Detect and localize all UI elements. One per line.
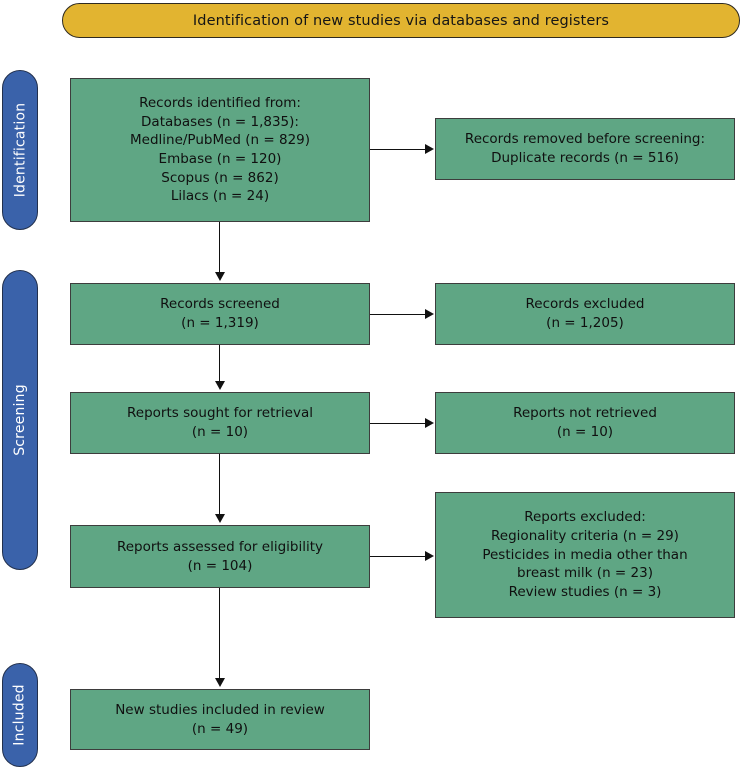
node-line: (n = 49) xyxy=(191,720,249,737)
connector-assessed-to-reports-excluded xyxy=(370,556,426,557)
node-line: (n = 10) xyxy=(556,424,614,440)
node-records-removed: Records removed before screening: Duplic… xyxy=(435,118,735,180)
stage-label-screening-text: Screening xyxy=(12,384,28,456)
node-new-studies-included: New studies included in review (n = 49) xyxy=(70,689,370,750)
arrowhead-down-icon xyxy=(215,381,225,390)
connector-screened-to-sought xyxy=(219,345,220,383)
node-line: New studies included in review xyxy=(115,701,325,718)
node-line: Lilacs (n = 24) xyxy=(170,188,270,205)
node-line: Scopus (n = 862) xyxy=(161,169,279,186)
node-line: Reports assessed for eligibility xyxy=(116,538,324,555)
node-reports-assessed: Reports assessed for eligibility (n = 10… xyxy=(70,525,370,588)
arrowhead-down-icon xyxy=(215,678,225,687)
arrowhead-right-icon xyxy=(425,551,434,561)
connector-screened-to-excluded xyxy=(370,314,426,315)
stage-label-identification: Identification xyxy=(2,70,38,230)
node-line: breast milk (n = 23) xyxy=(517,565,653,582)
node-reports-excluded: Reports excluded: Regionality criteria (… xyxy=(435,492,735,618)
connector-sought-to-not-retrieved xyxy=(370,423,426,424)
stage-label-included: Included xyxy=(2,663,38,767)
node-records-screened: Records screened (n = 1,319) xyxy=(70,283,370,345)
node-line: Reports excluded: xyxy=(524,509,646,526)
connector-sought-to-assessed xyxy=(219,454,220,516)
connector-identified-to-removed xyxy=(370,149,426,150)
node-line: Records excluded xyxy=(525,296,645,313)
node-line: Reports not retrieved xyxy=(513,405,657,422)
node-line: Pesticides in media other than xyxy=(482,546,688,563)
stage-label-screening: Screening xyxy=(2,270,38,570)
node-records-excluded: Records excluded (n = 1,205) xyxy=(435,283,735,345)
node-line: Records identified from: xyxy=(139,95,301,112)
node-line: Duplicate records (n = 516) xyxy=(491,150,679,166)
stage-label-included-text: Included xyxy=(12,684,29,746)
arrowhead-down-icon xyxy=(215,272,225,281)
connector-identified-to-screened xyxy=(219,222,220,274)
node-line: (n = 104) xyxy=(187,557,253,574)
node-line: (n = 10) xyxy=(191,424,249,440)
node-line: Records removed before screening: xyxy=(464,131,706,148)
node-reports-sought: Reports sought for retrieval (n = 10) xyxy=(70,392,370,454)
node-line: Records screened xyxy=(160,296,280,313)
node-line: Medline/PubMed (n = 829) xyxy=(129,132,311,149)
connector-assessed-to-included xyxy=(219,588,220,680)
node-reports-not-retrieved: Reports not retrieved (n = 10) xyxy=(435,392,735,454)
arrowhead-down-icon xyxy=(215,514,225,523)
arrowhead-right-icon xyxy=(425,144,434,154)
arrowhead-right-icon xyxy=(425,309,434,319)
arrowhead-right-icon xyxy=(425,418,434,428)
banner-title: Identification of new studies via databa… xyxy=(192,12,610,29)
node-line: Review studies (n = 3) xyxy=(508,583,662,600)
node-records-identified: Records identified from: Databases (n = … xyxy=(70,78,370,222)
node-line: (n = 1,319) xyxy=(181,315,259,331)
node-line: (n = 1,205) xyxy=(546,315,624,331)
stage-label-identification-text: Identification xyxy=(12,102,28,198)
node-line: Embase (n = 120) xyxy=(158,151,282,167)
node-line: Reports sought for retrieval xyxy=(127,405,313,422)
diagram-header-banner: Identification of new studies via databa… xyxy=(62,3,740,38)
node-line: Regionality criteria (n = 29) xyxy=(491,528,679,545)
node-line: Databases (n = 1,835): xyxy=(141,113,299,130)
